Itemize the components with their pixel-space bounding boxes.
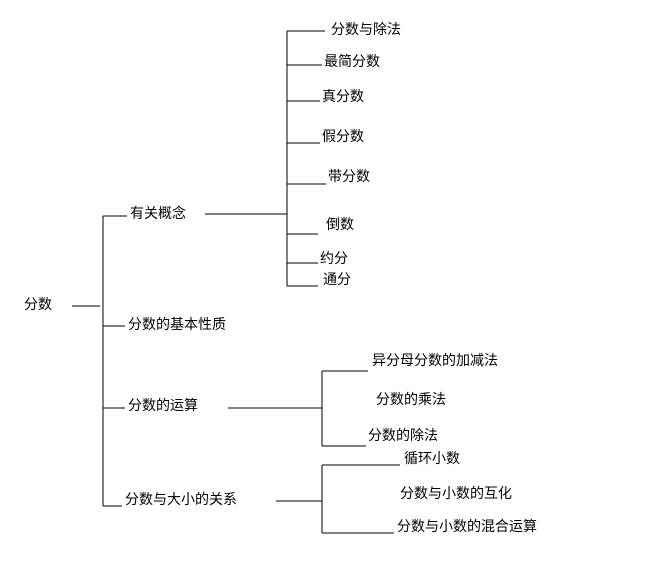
branch-concepts: 有关概念 — [130, 206, 186, 222]
branch-operations: 分数的运算 — [128, 398, 198, 414]
concept-item: 最简分数 — [324, 54, 380, 70]
branch-relations: 分数与大小的关系 — [125, 492, 237, 508]
concept-item: 通分 — [323, 272, 351, 288]
concept-item: 倒数 — [326, 217, 354, 233]
relation-item: 分数与小数的互化 — [400, 486, 512, 502]
concept-item: 分数与除法 — [331, 22, 401, 38]
operation-item: 分数的除法 — [368, 428, 438, 444]
concept-item: 带分数 — [328, 169, 370, 185]
operation-item: 分数的乘法 — [376, 392, 446, 408]
relation-item: 分数与小数的混合运算 — [397, 519, 537, 535]
operation-item: 异分母分数的加减法 — [372, 353, 498, 369]
concept-item: 假分数 — [322, 129, 364, 145]
concept-item: 真分数 — [322, 89, 364, 105]
concept-item: 约分 — [320, 251, 348, 267]
branch-properties: 分数的基本性质 — [128, 317, 226, 333]
root-node: 分数 — [24, 297, 52, 313]
relation-item: 循环小数 — [404, 451, 460, 467]
